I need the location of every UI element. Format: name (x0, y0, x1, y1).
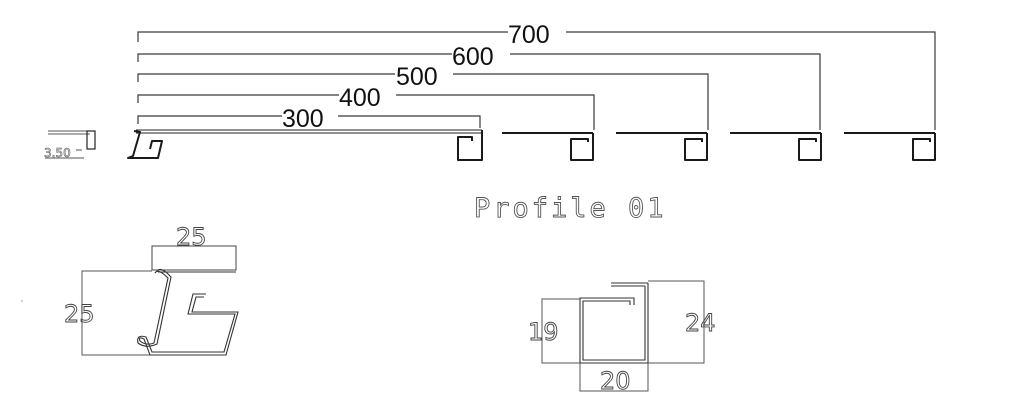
left-detail-top-width-label: 25 (176, 223, 207, 251)
left-profile-detail: 25 25 (21, 223, 239, 356)
right-profile-detail: 19 24 20 (528, 280, 716, 395)
profile-strip-500 (616, 132, 708, 161)
profile-strip-700 (844, 132, 936, 161)
right-detail-right-height-label: 24 (685, 309, 716, 337)
right-detail-left-height-label: 19 (528, 318, 559, 346)
dimension-600: 600 (137, 43, 821, 130)
dimension-label-600: 600 (452, 43, 494, 71)
dimension-label-500: 500 (396, 63, 438, 91)
thickness-detail: 3.50 (44, 130, 96, 160)
profile-strip-600 (730, 132, 822, 161)
drawing-title: Profile 01 (474, 193, 667, 224)
dimension-label-700: 700 (508, 21, 550, 49)
profile-strip-300 (127, 129, 483, 161)
dimension-label-300: 300 (282, 105, 324, 133)
dimension-label-400: 400 (339, 84, 381, 112)
dimension-lines: 700 600 500 400 300 (137, 21, 936, 133)
right-detail-width-label: 20 (600, 367, 631, 395)
profile-strip-400 (502, 132, 594, 161)
thickness-label: 3.50 (44, 146, 71, 160)
dimension-400: 400 (137, 84, 595, 130)
left-detail-height-label: 25 (64, 300, 95, 328)
dimension-500: 500 (137, 63, 709, 130)
dimension-300: 300 (137, 105, 481, 133)
dimension-700: 700 (137, 21, 936, 130)
